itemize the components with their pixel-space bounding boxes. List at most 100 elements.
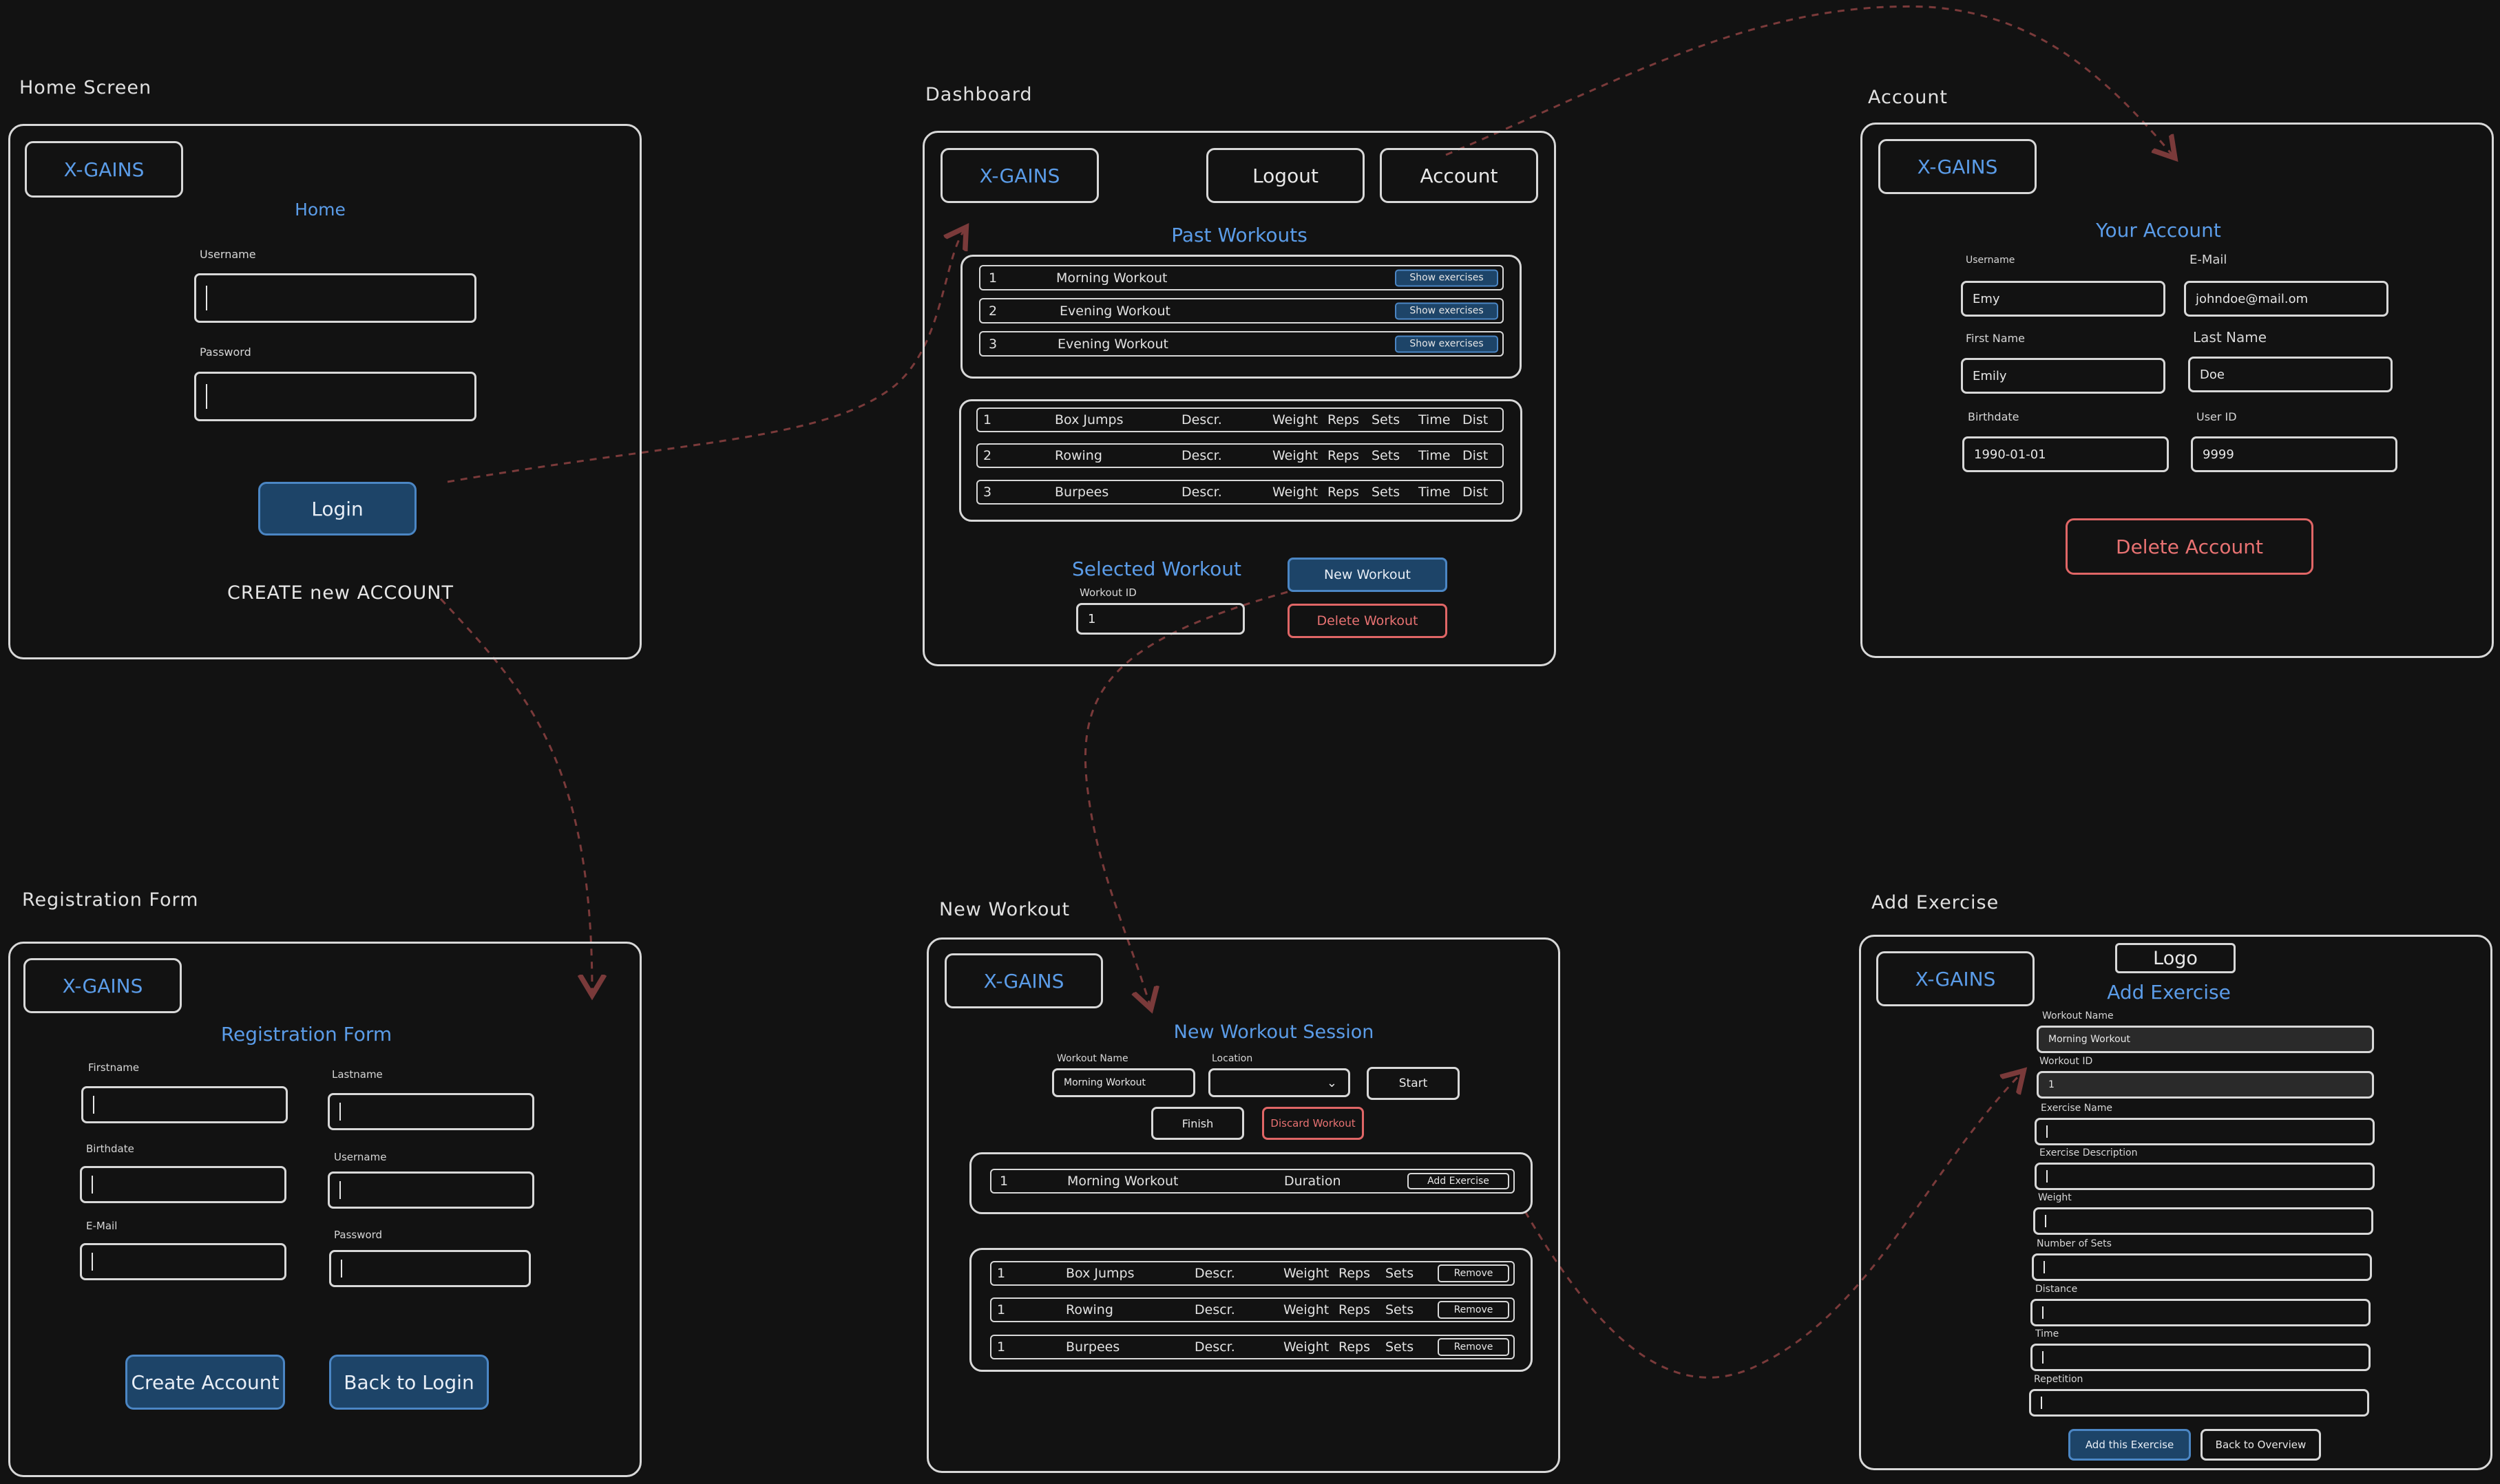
repetition-input[interactable] [2029, 1389, 2369, 1417]
back-to-overview-button[interactable]: Back to Overview [2200, 1429, 2321, 1461]
row-id: 1 [997, 1339, 1006, 1355]
past-workouts-list [960, 255, 1522, 379]
add-exercise-button[interactable]: Add Exercise [1407, 1173, 1509, 1189]
start-button[interactable]: Start [1367, 1067, 1460, 1100]
logout-button[interactable]: Logout [1206, 148, 1365, 203]
username-input[interactable] [194, 273, 476, 323]
remove-button[interactable]: Remove [1438, 1338, 1509, 1356]
row-id: 3 [989, 336, 998, 352]
birthdate-label: Birthdate [1968, 410, 2019, 423]
show-exercises-button[interactable]: Show exercises [1395, 302, 1498, 319]
arrow-create-to-registration [439, 597, 592, 991]
workout-id-input[interactable]: 1 [1076, 603, 1245, 635]
username-label: Username [1966, 255, 2015, 266]
firstname-input[interactable] [81, 1086, 288, 1123]
delete-workout-button[interactable]: Delete Workout [1288, 604, 1447, 638]
location-select[interactable]: ⌄ [1208, 1068, 1350, 1097]
text-caret [206, 383, 207, 410]
birthdate-label: Birthdate [86, 1143, 134, 1155]
user-id-field[interactable]: 9999 [2191, 436, 2397, 472]
table-row: 2 Rowing Descr. Weight Reps Sets Time Di… [976, 443, 1504, 468]
row-name: Box Jumps [1066, 1266, 1135, 1281]
home-screen-title: Home Screen [19, 77, 152, 98]
workout-id-field[interactable]: 1 [2037, 1071, 2374, 1099]
first-name-field[interactable]: Emily [1961, 358, 2165, 394]
row-id: 1 [989, 270, 998, 286]
workout-name-field[interactable]: Morning Workout [2037, 1026, 2374, 1053]
new-workout-button[interactable]: New Workout [1288, 558, 1447, 592]
create-account-button[interactable]: Create Account [125, 1355, 285, 1410]
col-time: Time [1418, 485, 1451, 500]
user-id-label: User ID [2196, 410, 2237, 423]
text-caret [341, 1259, 342, 1278]
email-input[interactable] [80, 1243, 286, 1280]
distance-input[interactable] [2030, 1299, 2371, 1326]
registration-title: Registration Form [22, 889, 199, 911]
col-sets: Sets [1385, 1302, 1414, 1317]
dashboard-title: Dashboard [925, 84, 1033, 105]
logo-placeholder: Logo [2115, 943, 2236, 973]
col-descr: Descr. [1195, 1302, 1235, 1317]
arrow-newworkout-to-session [1084, 591, 1288, 1005]
table-row: 1 Box Jumps Descr. Weight Reps Sets Time… [976, 407, 1504, 432]
registration-heading: Registration Form [220, 1023, 392, 1046]
table-row: 1 Rowing Descr. Weight Reps Sets Remove [990, 1297, 1515, 1322]
text-caret [2046, 1125, 2048, 1138]
weight-input[interactable] [2033, 1207, 2373, 1235]
email-label: E-Mail [2189, 253, 2227, 267]
col-weight: Weight [1272, 412, 1319, 427]
login-button[interactable]: Login [258, 482, 417, 536]
col-reps: Reps [1327, 485, 1359, 500]
workout-name-label: Workout Name [1057, 1053, 1128, 1064]
exercise-description-input[interactable] [2035, 1163, 2375, 1190]
username-input[interactable] [328, 1172, 534, 1209]
row-id: 2 [989, 303, 998, 319]
row-id: 1 [1000, 1174, 1009, 1189]
location-label: Location [1212, 1053, 1253, 1064]
exercise-name-label: Exercise Name [2041, 1103, 2113, 1114]
col-reps: Reps [1327, 448, 1359, 463]
time-label: Time [2035, 1328, 2059, 1339]
remove-button[interactable]: Remove [1438, 1264, 1509, 1282]
workout-id-label: Workout ID [1080, 586, 1137, 599]
discard-workout-button[interactable]: Discard Workout [1262, 1107, 1364, 1140]
text-caret [206, 285, 207, 311]
birthdate-input[interactable] [80, 1166, 286, 1203]
account-logo: X-GAINS [1878, 139, 2037, 194]
workout-name-label: Workout Name [2042, 1010, 2114, 1021]
add-this-exercise-button[interactable]: Add this Exercise [2068, 1429, 2191, 1461]
password-input[interactable] [194, 372, 476, 421]
selected-workout-heading: Selected Workout [1071, 558, 1242, 580]
number-of-sets-input[interactable] [2032, 1253, 2372, 1281]
last-name-field[interactable]: Doe [2188, 357, 2393, 392]
workout-name-input[interactable]: Morning Workout [1052, 1068, 1195, 1097]
row-name: Burpees [1055, 485, 1109, 500]
time-input[interactable] [2030, 1344, 2371, 1371]
add-exercise-heading: Add Exercise [2107, 981, 2231, 1004]
create-account-link[interactable]: CREATE new ACCOUNT [227, 582, 454, 604]
back-to-login-button[interactable]: Back to Login [329, 1355, 489, 1410]
row-name: Burpees [1066, 1339, 1120, 1355]
show-exercises-button[interactable]: Show exercises [1395, 269, 1498, 286]
col-dist: Dist [1462, 485, 1489, 500]
password-label: Password [334, 1229, 383, 1241]
col-sets: Sets [1385, 1339, 1414, 1355]
username-field[interactable]: Emy [1961, 281, 2165, 317]
delete-account-button[interactable]: Delete Account [2066, 518, 2313, 575]
row-id: 1 [983, 412, 992, 427]
lastname-input[interactable] [328, 1093, 534, 1130]
col-sets: Sets [1385, 1266, 1414, 1281]
remove-button[interactable]: Remove [1438, 1301, 1509, 1319]
email-field[interactable]: johndoe@mail.om [2184, 281, 2388, 317]
birthdate-field[interactable]: 1990-01-01 [1962, 436, 2169, 472]
exercise-name-input[interactable] [2035, 1118, 2375, 1145]
account-button[interactable]: Account [1380, 148, 1538, 203]
account-frame [1860, 123, 2494, 658]
new-workout-logo: X-GAINS [945, 953, 1103, 1008]
finish-button[interactable]: Finish [1151, 1107, 1244, 1140]
list-item: 2 Evening Workout Show exercises [979, 298, 1504, 324]
last-name-label: Last Name [2193, 329, 2267, 346]
password-input[interactable] [329, 1250, 531, 1287]
row-id: 3 [983, 485, 992, 500]
show-exercises-button[interactable]: Show exercises [1395, 335, 1498, 352]
